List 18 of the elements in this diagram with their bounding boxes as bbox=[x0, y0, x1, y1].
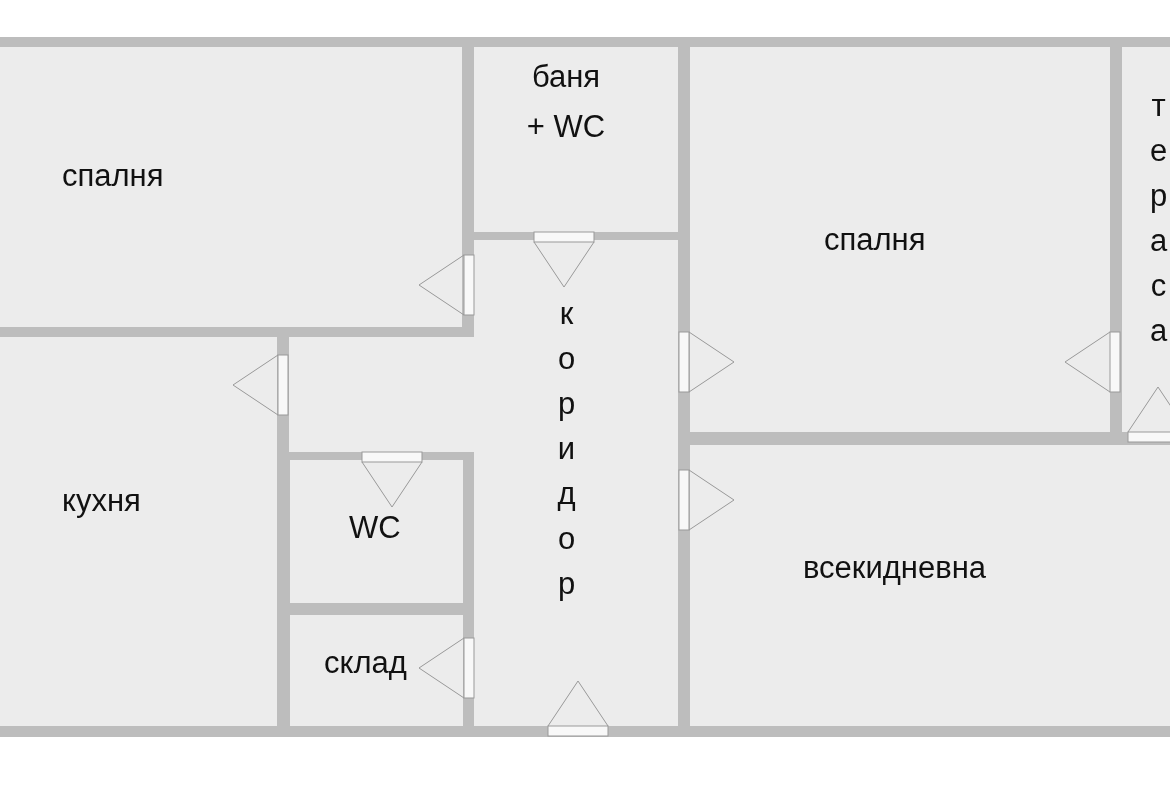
room-label: спалня bbox=[62, 158, 164, 194]
room-floor bbox=[1122, 47, 1170, 432]
room-floor bbox=[289, 240, 678, 726]
room-label: WC bbox=[349, 510, 401, 546]
room-label: спалня bbox=[824, 222, 926, 258]
room-floor bbox=[690, 445, 1170, 726]
room-label: тераса bbox=[1140, 88, 1170, 358]
room-label: склад bbox=[324, 645, 407, 681]
room-label: коридор bbox=[548, 296, 584, 611]
room-label: кухня bbox=[62, 483, 141, 519]
room-floor bbox=[290, 460, 463, 603]
room-floor bbox=[0, 337, 277, 726]
room-floor bbox=[0, 47, 462, 327]
room-floor bbox=[474, 47, 678, 232]
room-floor bbox=[290, 615, 463, 726]
room-floor bbox=[690, 47, 1110, 432]
room-label: всекидневна bbox=[803, 550, 987, 586]
room-label: баня + WC bbox=[526, 58, 606, 146]
